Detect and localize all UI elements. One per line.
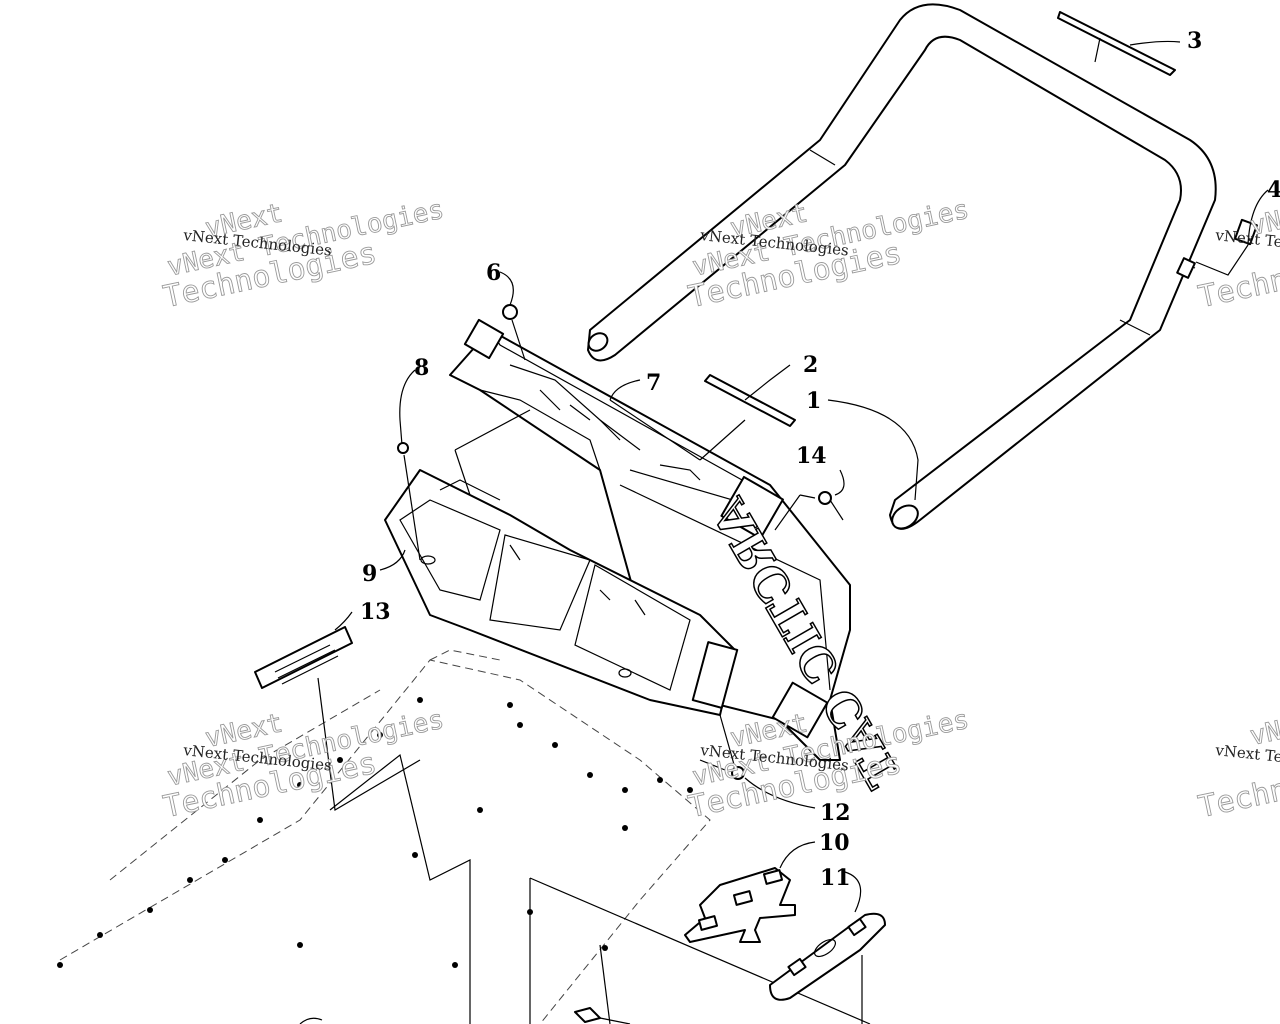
screw-6: [499, 271, 526, 361]
push-rivet-14: [774, 469, 845, 531]
watermark-caption-top-right: vNext Technologies: [1214, 226, 1280, 260]
screw-12: [699, 714, 816, 809]
callout-11: 11: [820, 865, 851, 891]
label-13: [254, 611, 421, 811]
bottom-fastener: [299, 1007, 631, 1024]
callout-4: 4: [1267, 177, 1280, 203]
grab-bar: [587, 3, 1217, 530]
decal-2: [704, 364, 796, 427]
storage-tray-9: [384, 469, 739, 716]
foot-pad-11: [769, 871, 886, 1024]
hood-outline-dashed: [57, 649, 871, 1024]
callout-labels: 1 2 3 4 6 7 8 9 10 11 12 13 14: [360, 28, 1280, 891]
bracket-10: [684, 841, 816, 943]
pin-8: [397, 369, 421, 561]
callout-1: 1: [806, 388, 821, 414]
leader-9: [379, 549, 406, 571]
leader-7: [454, 379, 746, 496]
callout-9: 9: [362, 561, 377, 587]
decal-strip-3: [1057, 11, 1181, 76]
clip-4: [1195, 189, 1269, 276]
watermark-caption-bottom-right: vNext Technologies: [1214, 741, 1280, 775]
callout-7: 7: [646, 370, 661, 396]
callout-6: 6: [486, 260, 501, 286]
callout-8: 8: [414, 355, 429, 381]
callout-10: 10: [819, 830, 850, 856]
callout-14: 14: [796, 443, 827, 469]
leader-1: [827, 399, 919, 501]
callout-12: 12: [820, 800, 851, 826]
callout-2: 2: [803, 352, 818, 378]
callout-3: 3: [1187, 28, 1202, 54]
callout-13: 13: [360, 599, 391, 625]
